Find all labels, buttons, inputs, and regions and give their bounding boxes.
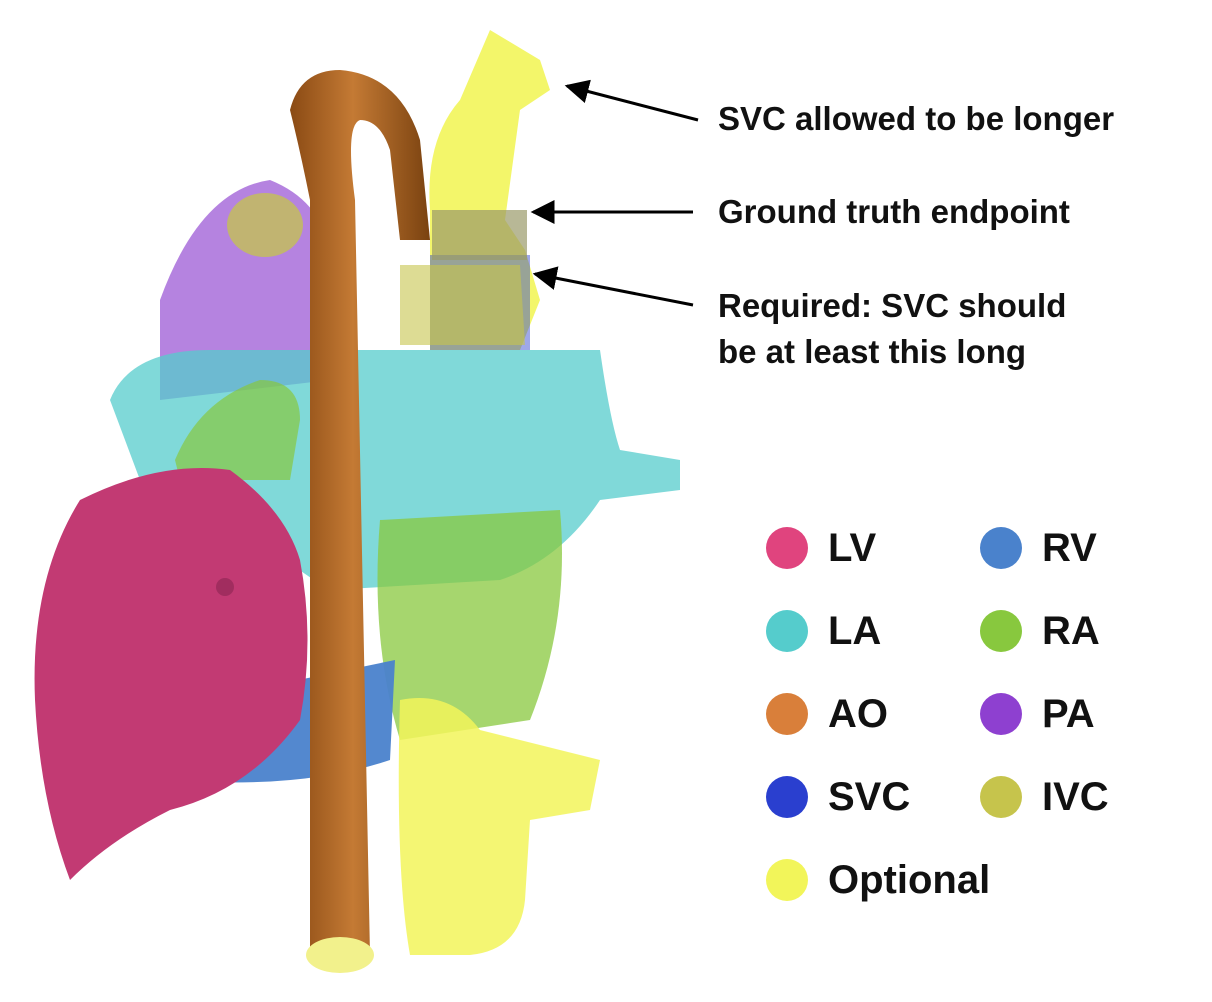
legend-item-la: LA xyxy=(766,606,881,656)
legend-item-optional: Optional xyxy=(766,855,990,905)
optional-lower xyxy=(398,698,600,955)
legend-label-ra: RA xyxy=(1042,608,1100,653)
ao-structure xyxy=(290,70,430,955)
ao-end-cap xyxy=(306,937,374,973)
ra-structure xyxy=(377,510,562,740)
legend-swatch-ao xyxy=(766,693,808,735)
legend-swatch-la xyxy=(766,610,808,652)
legend-label-lv: LV xyxy=(828,525,877,570)
arrow-svc-longer xyxy=(564,79,699,122)
legend-label-ivc: IVC xyxy=(1042,774,1109,819)
legend-item-svc: SVC xyxy=(766,772,910,822)
legend-swatch-svc xyxy=(766,776,808,818)
legend-swatch-optional xyxy=(766,859,808,901)
legend-item-rv: RV xyxy=(980,523,1097,573)
legend-label-svc: SVC xyxy=(828,774,911,819)
lv-nodule xyxy=(216,578,234,596)
legend-item-ra: RA xyxy=(980,606,1100,656)
ra-appendage xyxy=(175,380,300,480)
legend-item-lv: LV xyxy=(766,523,876,573)
annotation-ground-truth: Ground truth endpoint xyxy=(718,193,1070,230)
legend-item-ao: AO xyxy=(766,689,888,739)
legend-swatch-ivc xyxy=(980,776,1022,818)
legend-item-ivc: IVC xyxy=(980,772,1109,822)
legend-swatch-pa xyxy=(980,693,1022,735)
legend-swatch-ra xyxy=(980,610,1022,652)
legend-label-la: LA xyxy=(828,608,882,653)
legend-label-pa: PA xyxy=(1042,691,1095,736)
legend-swatch-rv xyxy=(980,527,1022,569)
annotation-required-line1: Required: SVC should xyxy=(718,287,1067,324)
ground-truth-band xyxy=(432,210,527,260)
lv-structure xyxy=(34,468,308,880)
legend-label-rv: RV xyxy=(1042,525,1097,570)
legend-label-ao: AO xyxy=(828,691,888,736)
arrow-required xyxy=(532,266,694,307)
legend-swatch-lv xyxy=(766,527,808,569)
pa-branch-end xyxy=(227,193,303,257)
annotation-required-line2: be at least this long xyxy=(718,333,1027,370)
ivc-structure xyxy=(400,265,525,345)
legend-item-pa: PA xyxy=(980,689,1095,739)
annotation-svc-longer: SVC allowed to be longer xyxy=(718,100,1115,137)
legend-label-optional: Optional xyxy=(828,857,991,902)
